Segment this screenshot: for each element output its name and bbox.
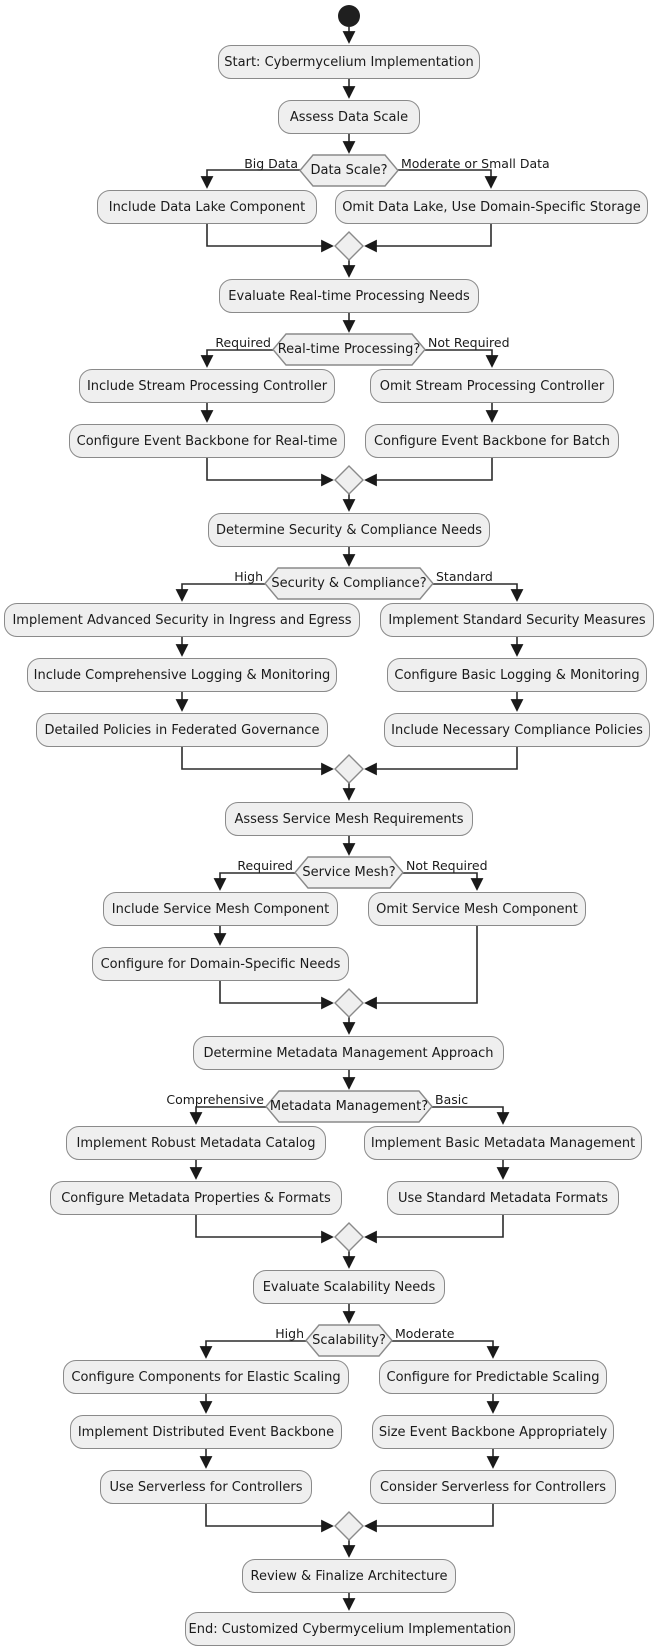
branch-label-moderate: Moderate xyxy=(395,1326,455,1341)
node-advanced-security: Implement Advanced Security in Ingress a… xyxy=(4,603,360,637)
node-assess-data-scale: Assess Data Scale xyxy=(278,100,420,134)
node-start: Start: Cybermycelium Implementation xyxy=(218,45,480,79)
branch-label-basic: Basic xyxy=(435,1092,469,1107)
node-consider-serverless: Consider Serverless for Controllers xyxy=(370,1470,616,1504)
node-omit-stream-controller: Omit Stream Processing Controller xyxy=(370,369,614,403)
decision-hex-metadata xyxy=(265,1090,433,1123)
node-evaluate-scalability: Evaluate Scalability Needs xyxy=(253,1270,445,1304)
decision-label-data-scale: Data Scale? xyxy=(310,163,388,178)
node-review-finalize: Review & Finalize Architecture xyxy=(242,1559,456,1593)
branch-label-sm-not-required: Not Required xyxy=(406,858,488,873)
node-assess-service-mesh: Assess Service Mesh Requirements xyxy=(225,802,473,836)
node-determine-security: Determine Security & Compliance Needs xyxy=(208,513,490,547)
node-robust-metadata-catalog: Implement Robust Metadata Catalog xyxy=(66,1126,326,1160)
decision-label-security: Security & Compliance? xyxy=(271,576,427,591)
branch-label-required: Required xyxy=(215,335,271,350)
decision-hex-scalability xyxy=(305,1324,393,1357)
node-omit-service-mesh: Omit Service Mesh Component xyxy=(368,892,586,926)
merge-diamond xyxy=(334,465,364,495)
node-basic-metadata-mgmt: Implement Basic Metadata Management xyxy=(364,1126,642,1160)
node-end: End: Customized Cybermycelium Implementa… xyxy=(185,1612,515,1646)
branch-label-high: High xyxy=(234,569,263,584)
node-standard-security: Implement Standard Security Measures xyxy=(380,603,654,637)
branch-label-not-required: Not Required xyxy=(428,335,510,350)
decision-hex-service-mesh xyxy=(294,856,404,889)
node-compliance-policies: Include Necessary Compliance Policies xyxy=(384,713,650,747)
decision-label-metadata: Metadata Management? xyxy=(269,1099,429,1114)
node-distributed-backbone: Implement Distributed Event Backbone xyxy=(70,1415,342,1449)
node-determine-metadata: Determine Metadata Management Approach xyxy=(193,1036,504,1070)
node-basic-logging: Configure Basic Logging & Monitoring xyxy=(387,658,647,692)
node-configure-backbone-batch: Configure Event Backbone for Batch xyxy=(365,424,619,458)
decision-hex-security xyxy=(264,567,434,600)
node-include-data-lake: Include Data Lake Component xyxy=(97,190,317,224)
merge-diamond xyxy=(334,231,364,261)
decision-label-scalability: Scalability? xyxy=(312,1333,386,1348)
node-configure-backbone-realtime: Configure Event Backbone for Real-time xyxy=(69,424,345,458)
decision-hex-data-scale xyxy=(299,154,399,187)
branch-label-comprehensive: Comprehensive xyxy=(166,1092,264,1107)
start-circle xyxy=(338,5,360,27)
node-include-stream-controller: Include Stream Processing Controller xyxy=(79,369,335,403)
node-metadata-properties: Configure Metadata Properties & Formats xyxy=(50,1181,342,1215)
connectors xyxy=(175,27,524,1611)
branch-label-big-data: Big Data xyxy=(244,156,298,171)
node-standard-metadata-formats: Use Standard Metadata Formats xyxy=(387,1181,619,1215)
node-evaluate-realtime: Evaluate Real-time Processing Needs xyxy=(219,279,479,313)
decision-label-service-mesh: Service Mesh? xyxy=(302,865,396,880)
node-size-backbone: Size Event Backbone Appropriately xyxy=(372,1415,614,1449)
node-configure-domain-needs: Configure for Domain-Specific Needs xyxy=(92,947,349,981)
node-predictable-scaling: Configure for Predictable Scaling xyxy=(379,1360,607,1394)
decision-hex-realtime xyxy=(272,333,426,366)
node-omit-data-lake: Omit Data Lake, Use Domain-Specific Stor… xyxy=(335,190,648,224)
merge-diamond xyxy=(334,988,364,1018)
decision-label-realtime: Real-time Processing? xyxy=(277,342,421,357)
node-include-service-mesh: Include Service Mesh Component xyxy=(103,892,338,926)
merge-diamond xyxy=(334,1222,364,1252)
node-detailed-policies: Detailed Policies in Federated Governanc… xyxy=(36,713,328,747)
branch-label-sm-required: Required xyxy=(237,858,293,873)
branch-label-moderate-small: Moderate or Small Data xyxy=(401,156,550,171)
decision-shapes xyxy=(264,154,434,1541)
node-use-serverless: Use Serverless for Controllers xyxy=(100,1470,312,1504)
branch-label-scal-high: High xyxy=(275,1326,304,1341)
node-elastic-scaling: Configure Components for Elastic Scaling xyxy=(63,1360,349,1394)
branch-label-standard: Standard xyxy=(436,569,493,584)
node-comprehensive-logging: Include Comprehensive Logging & Monitori… xyxy=(27,658,337,692)
merge-diamond xyxy=(334,754,364,784)
merge-diamond xyxy=(334,1511,364,1541)
